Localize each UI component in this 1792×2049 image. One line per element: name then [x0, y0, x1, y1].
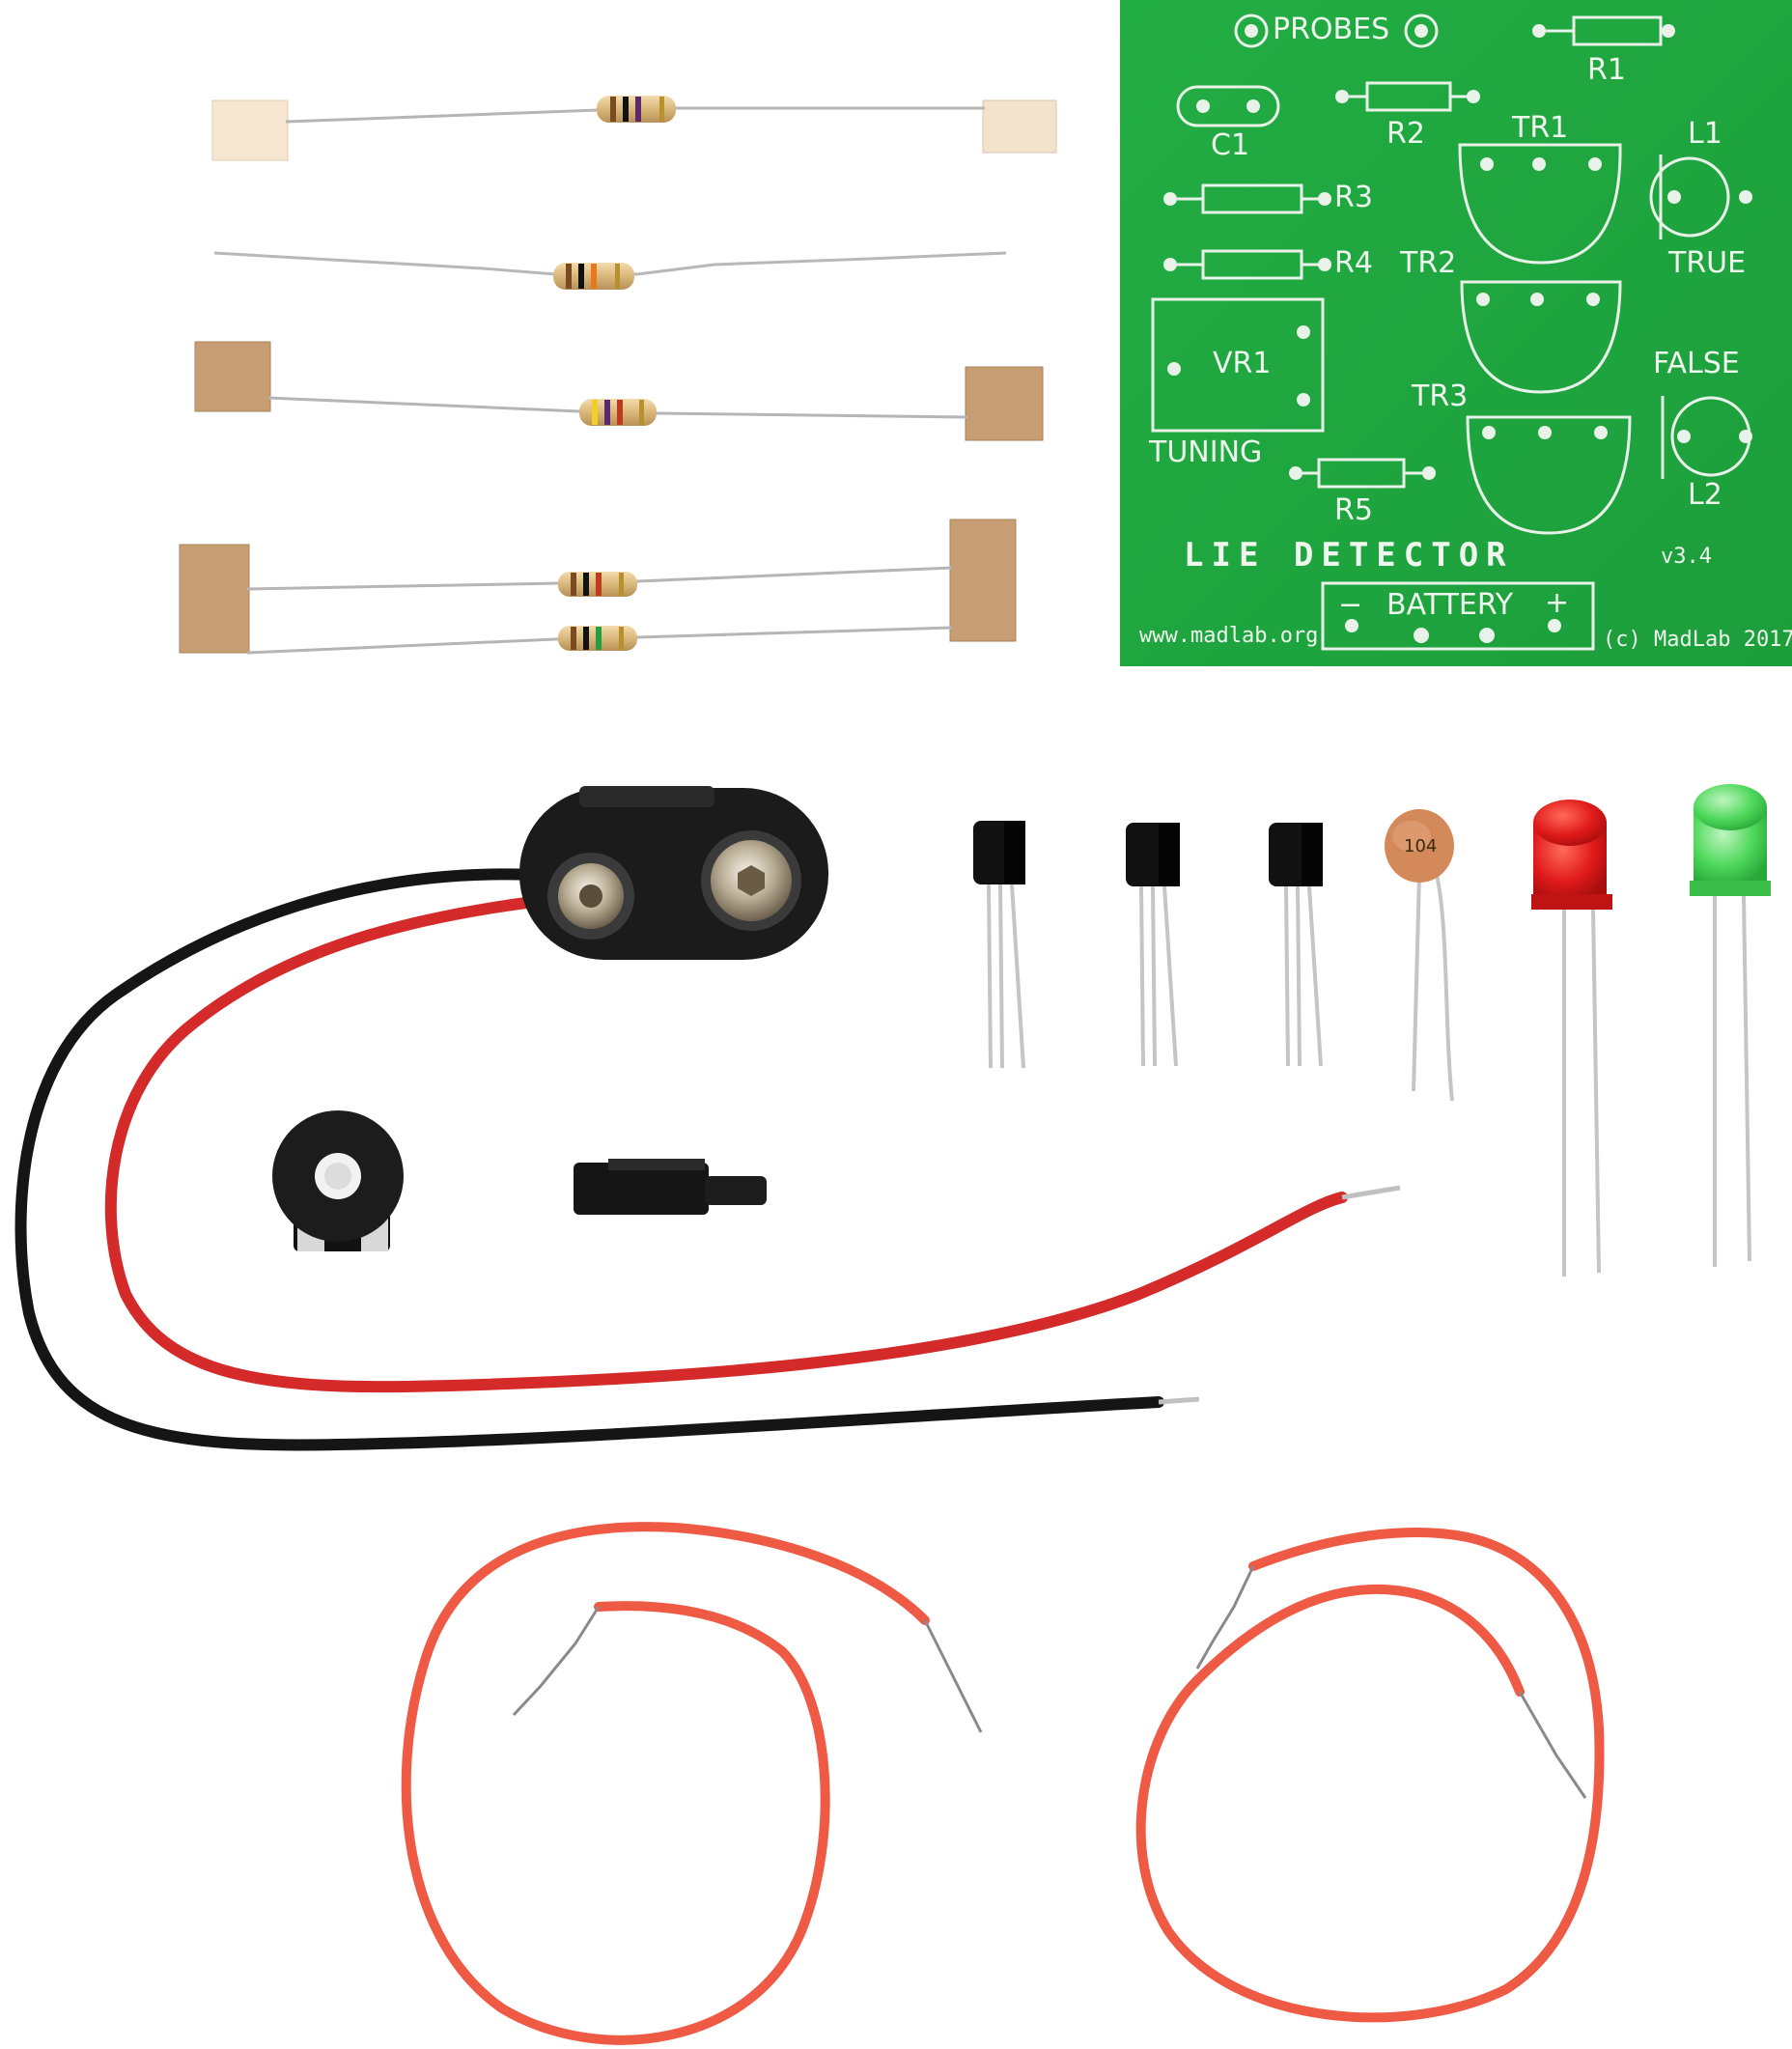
resistor-pair [179, 519, 1017, 655]
board-title: LIE DETECTOR [1184, 536, 1514, 575]
battery-clip [14, 786, 1401, 1451]
loose-wire-right [1135, 1528, 1605, 2023]
green-led [1690, 784, 1771, 1267]
capacitor-code: 104 [1404, 836, 1438, 856]
l1-label: L1 [1688, 117, 1722, 151]
transistor-2 [1126, 823, 1180, 1067]
c1-label: C1 [1211, 128, 1250, 162]
red-led [1531, 800, 1612, 1277]
probes-label: PROBES [1273, 13, 1390, 46]
tr2-label: TR2 [1400, 246, 1457, 280]
website-label: www.madlab.org [1139, 624, 1319, 648]
tuning-label: TUNING [1149, 435, 1263, 469]
ceramic-capacitor [1385, 809, 1454, 1102]
r1-label: R1 [1587, 53, 1626, 87]
false-label: FALSE [1653, 347, 1740, 380]
pcb-board: PROBES R1 R2 C1 TR1 L1 R3 R4 TR2 TRUE VR… [1120, 0, 1792, 666]
battery-label: BATTERY [1386, 588, 1514, 622]
potentiometer [272, 1110, 404, 1251]
r2-label: R2 [1386, 117, 1425, 151]
version-label: v3.4 [1661, 545, 1712, 569]
tr3-label: TR3 [1412, 379, 1469, 413]
vr1-label: VR1 [1213, 347, 1272, 380]
resistor-2 [213, 251, 1007, 290]
l2-label: L2 [1688, 478, 1722, 512]
pot-spindle [574, 1159, 767, 1215]
resistor-1 [211, 96, 1057, 161]
r3-label: R3 [1334, 181, 1373, 214]
true-label: TRUE [1668, 246, 1747, 280]
pcb-silkscreen [1151, 14, 1752, 651]
battery-minus: − [1338, 588, 1363, 622]
resistor-3 [194, 341, 1044, 441]
copyright-label: (c) MadLab 2017 [1603, 628, 1792, 652]
battery-plus: + [1545, 586, 1570, 620]
r4-label: R4 [1334, 246, 1373, 280]
transistor-1 [973, 821, 1025, 1069]
r5-label: R5 [1334, 493, 1373, 527]
tr1-label: TR1 [1512, 111, 1569, 145]
loose-wire-left [401, 1522, 983, 2045]
transistor-3 [1269, 823, 1323, 1067]
